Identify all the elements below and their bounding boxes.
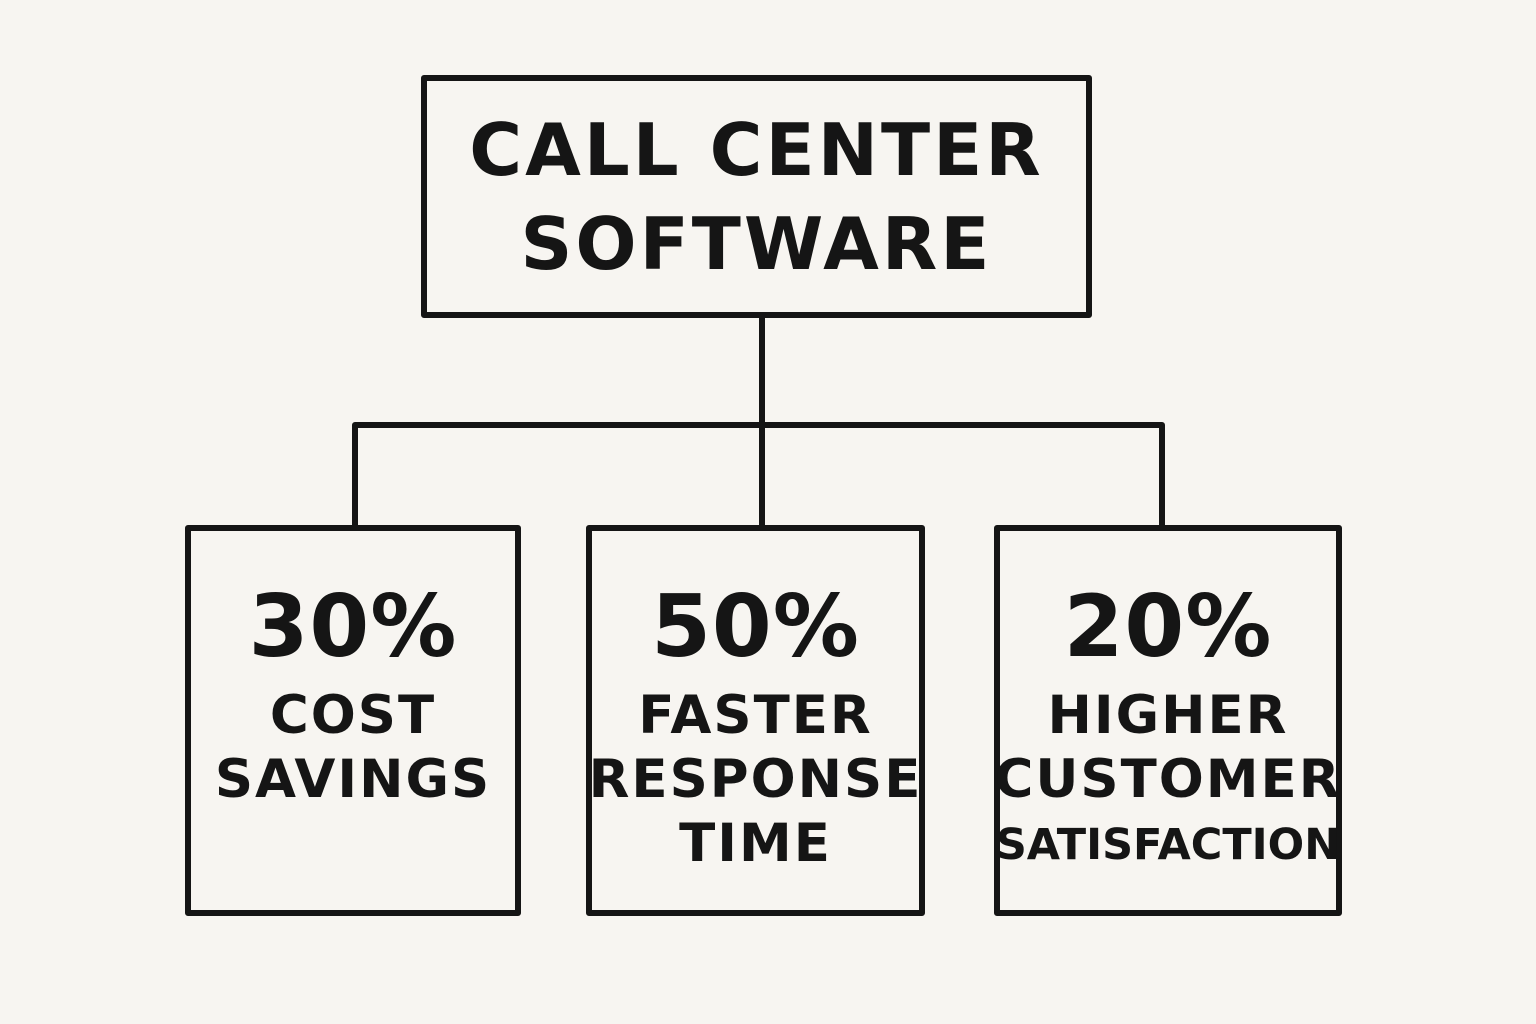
response-time-label-line-3: TIME (679, 813, 832, 874)
response-time-label-line-2: RESPONSE (588, 749, 923, 810)
branch-bar (352, 422, 1165, 528)
customer-satisfaction-node: 20% HIGHER CUSTOMER SATISFACTION (994, 525, 1342, 916)
customer-satisfaction-label-line-3: SATISFACTION (995, 820, 1341, 870)
cost-savings-value: 30% (248, 577, 458, 677)
customer-satisfaction-value: 20% (1063, 577, 1273, 677)
cost-savings-label-line-1: COST (269, 685, 437, 746)
root-title-line-1: CALL CENTER (469, 107, 1044, 192)
root-node: CALL CENTER SOFTWARE (421, 75, 1092, 318)
cost-savings-label-line-2: SAVINGS (214, 749, 492, 810)
cost-savings-node: 30% COST SAVINGS (185, 525, 521, 916)
response-time-node: 50% FASTER RESPONSE TIME (586, 525, 925, 916)
response-time-label-line-1: FASTER (638, 685, 873, 746)
response-time-value: 50% (651, 577, 860, 677)
root-title-line-2: SOFTWARE (520, 201, 993, 286)
customer-satisfaction-label-line-1: HIGHER (1047, 685, 1289, 746)
customer-satisfaction-label-line-2: CUSTOMER (994, 749, 1342, 810)
